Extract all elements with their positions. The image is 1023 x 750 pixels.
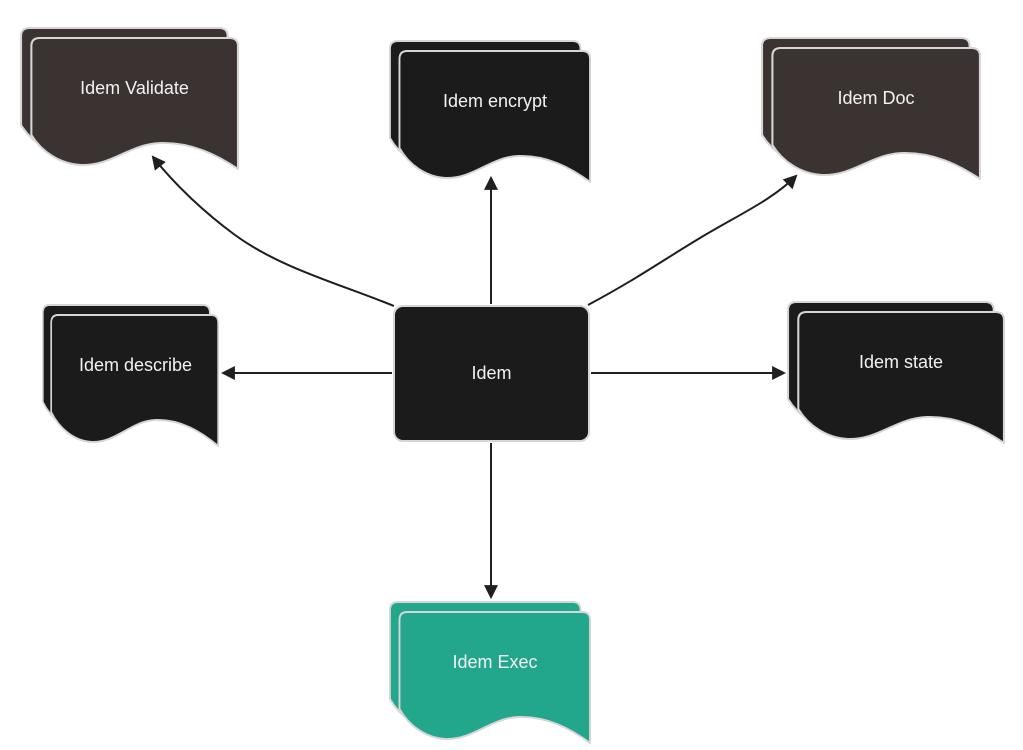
node-idem-doc: Idem Doc <box>760 36 982 182</box>
document-stack-icon <box>388 40 592 183</box>
document-stack-icon <box>787 300 1005 445</box>
document-stack-icon <box>388 601 592 744</box>
node-idem-validate: Idem Validate <box>19 26 240 172</box>
node-idem: Idem <box>393 305 590 442</box>
document-stack-icon <box>760 36 982 181</box>
node-idem-describe: Idem describe <box>41 304 220 449</box>
node-idem-encrypt: Idem encrypt <box>388 40 592 185</box>
node-idem-exec: Idem Exec <box>388 601 592 746</box>
document-stack-icon <box>41 304 220 447</box>
edge-idem-to-validate <box>151 155 395 307</box>
node-label-idem: Idem <box>471 363 512 383</box>
edge-idem-to-doc <box>587 174 798 306</box>
node-idem-state: Idem state <box>787 300 1005 446</box>
document-stack-icon <box>19 26 240 171</box>
